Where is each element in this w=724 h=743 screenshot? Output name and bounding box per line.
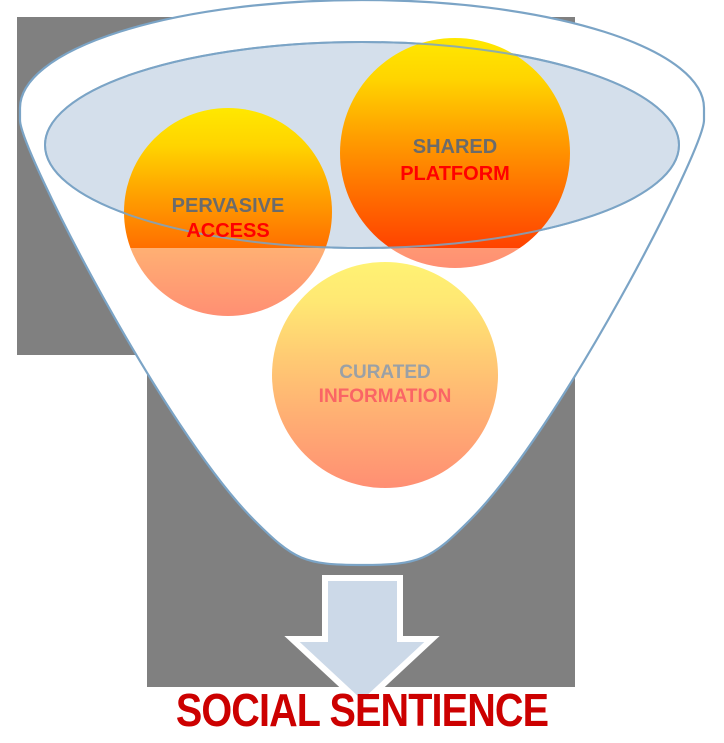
circle-label-curated-information: CURATED INFORMATION: [319, 362, 452, 407]
pervasive-access-line1: PERVASIVE: [172, 195, 285, 217]
page-title: SOCIAL SENTIENCE: [176, 685, 548, 736]
circle-curated-information[interactable]: [272, 262, 498, 488]
circle-label-pervasive-access: PERVASIVE ACCESS: [172, 195, 285, 242]
pervasive-access-line2: ACCESS: [186, 220, 269, 242]
curated-information-line1: CURATED: [339, 362, 430, 383]
shared-platform-line2: PLATFORM: [400, 163, 510, 185]
circle-shared-platform[interactable]: [340, 38, 570, 268]
curated-information-line2: INFORMATION: [319, 386, 452, 407]
shared-platform-line1: SHARED: [413, 136, 497, 158]
circle-pervasive-access[interactable]: [124, 108, 332, 316]
funnel-rim-outline: [44, 41, 680, 249]
circle-label-shared-platform: SHARED PLATFORM: [400, 136, 510, 185]
down-arrow-icon: [284, 575, 440, 709]
